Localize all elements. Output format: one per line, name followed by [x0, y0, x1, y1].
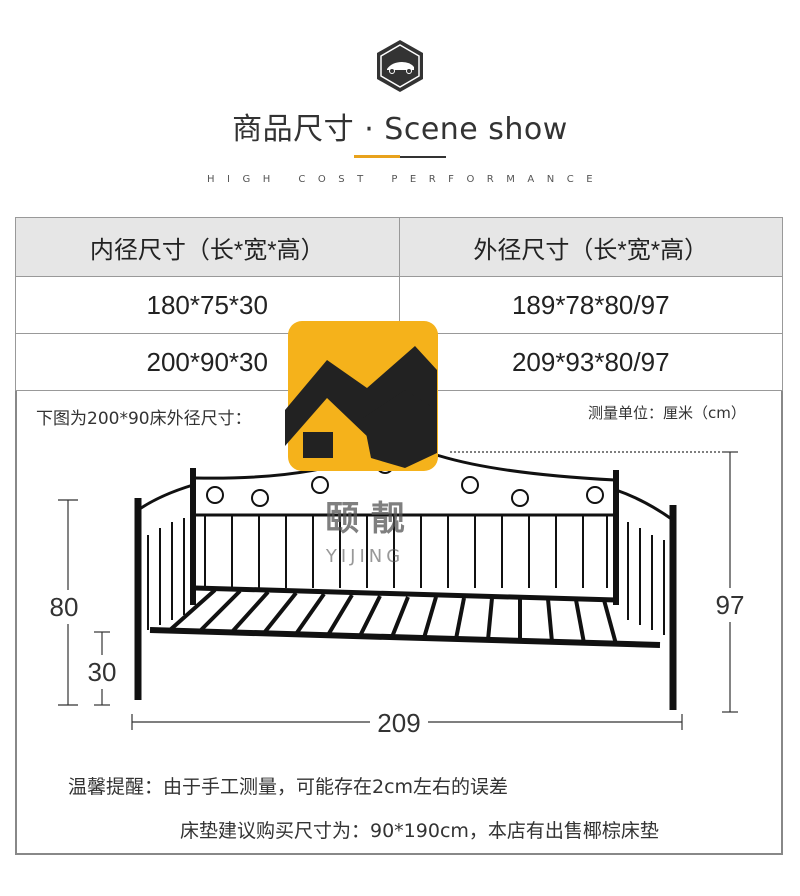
unit-caption: 测量单位：厘米（cm）: [588, 404, 746, 422]
watermark-en: YIJING: [325, 546, 404, 567]
watermark-cn: 颐 靓: [325, 499, 405, 539]
title-underline-accent: [354, 155, 400, 158]
section-title: 商品尺寸 · Scene show: [232, 112, 568, 147]
title-underline: [400, 156, 446, 158]
cell-outer-size: 189*78*80/97: [398, 276, 783, 334]
diagram-caption: 下图为200*90床外径尺寸：: [36, 409, 252, 429]
reminder-note: 温馨提醒：由于手工测量，可能存在2cm左右的误差: [68, 776, 509, 798]
table-header-row: 内径尺寸（长*宽*高） 外径尺寸（长*宽*高）: [15, 217, 783, 277]
car-logo-icon: [377, 40, 423, 92]
size-table: 内径尺寸（长*宽*高） 外径尺寸（长*宽*高） 180*75*30 189*78…: [15, 217, 783, 391]
yijing-watermark-logo: 颐 靓 YIJING: [285, 321, 438, 567]
dimension-back-height: 80: [50, 592, 79, 622]
header-inner-size: 内径尺寸（长*宽*高）: [15, 217, 400, 277]
mattress-note: 床垫建议购买尺寸为：90*190cm，本店有出售椰棕床垫: [180, 820, 659, 842]
cell-outer-size: 209*93*80/97: [398, 333, 783, 391]
bed-diagram: 80 30 97 209: [44, 449, 752, 738]
dimension-side-height: 97: [716, 590, 745, 620]
dimension-length: 209: [377, 708, 420, 738]
header-outer-size: 外径尺寸（长*宽*高）: [398, 217, 783, 277]
section-subtitle: HIGH COST PERFORMANCE: [206, 174, 606, 185]
dimension-bed-height: 30: [88, 657, 117, 687]
